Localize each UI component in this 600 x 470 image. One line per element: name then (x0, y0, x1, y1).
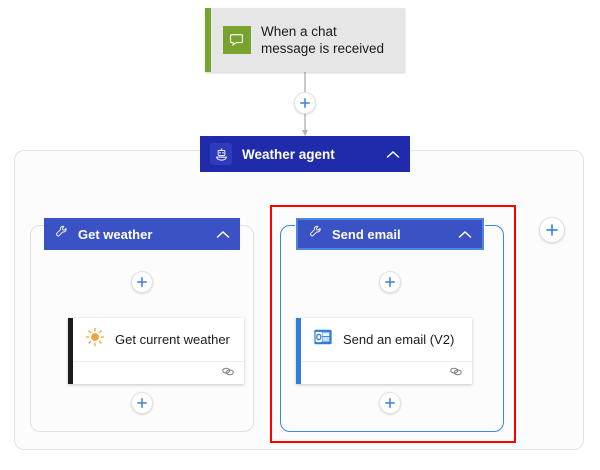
wrench-icon (308, 224, 323, 244)
tool-header-get-weather[interactable]: Get weather (44, 218, 240, 250)
chevron-up-icon[interactable] (216, 230, 230, 239)
action-accent-bar (68, 318, 73, 384)
add-step-after-trigger-button[interactable] (294, 92, 316, 114)
action-main: Get current weather (73, 318, 244, 362)
agent-title: Weather agent (242, 146, 335, 162)
sun-icon (85, 327, 105, 352)
chevron-up-icon[interactable] (458, 230, 472, 239)
tool-title-get-weather: Get weather (78, 226, 153, 242)
action-accent-bar (296, 318, 301, 384)
trigger-accent-bar (205, 8, 211, 72)
add-step-get-weather-bottom-button[interactable] (131, 392, 153, 414)
trigger-card[interactable]: When a chat message is received (205, 8, 405, 72)
action-card-get-current-weather[interactable]: Get current weather (68, 318, 244, 384)
action-card-send-an-email[interactable]: Send an email (V2) (296, 318, 472, 384)
trigger-title: When a chat message is received (261, 23, 385, 56)
tool-header-send-email[interactable]: Send email (295, 217, 485, 251)
add-step-get-weather-top-button[interactable] (131, 271, 153, 293)
chat-bubble-icon (223, 26, 251, 54)
add-step-send-email-top-button[interactable] (379, 271, 401, 293)
outlook-icon (313, 327, 333, 352)
connection-icon[interactable] (449, 364, 463, 382)
action-footer (301, 362, 472, 384)
action-main: Send an email (V2) (301, 318, 472, 362)
chevron-up-icon[interactable] (386, 150, 400, 159)
add-tool-button[interactable] (539, 217, 565, 243)
action-label: Send an email (V2) (343, 332, 455, 347)
connection-icon[interactable] (221, 364, 235, 382)
action-label: Get current weather (115, 332, 230, 347)
tool-title-send-email: Send email (332, 226, 401, 242)
add-step-send-email-bottom-button[interactable] (379, 392, 401, 414)
trigger-body: When a chat message is received (211, 8, 405, 72)
robot-icon (210, 143, 232, 165)
agent-header[interactable]: Weather agent (200, 136, 410, 172)
action-inner: Get current weather (73, 318, 244, 384)
action-footer (73, 362, 244, 384)
annotation-highlight-rectangle (270, 205, 516, 443)
action-inner: Send an email (V2) (301, 318, 472, 384)
wrench-icon (54, 224, 69, 244)
